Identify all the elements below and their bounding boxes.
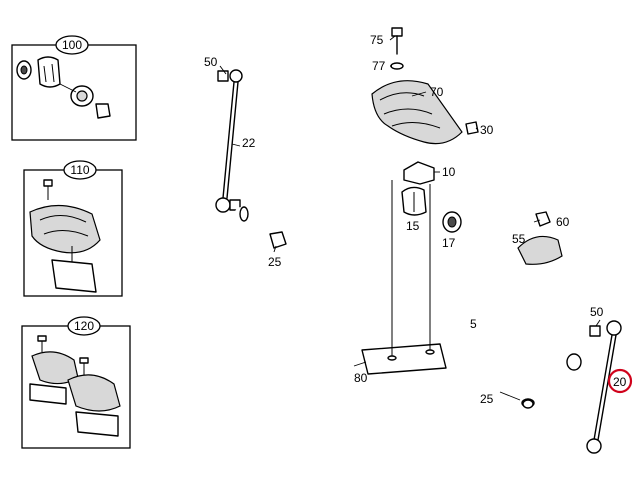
- clamp-10[interactable]: [403, 161, 435, 185]
- callout-5[interactable]: 5: [470, 317, 477, 331]
- washer-77-ring: [390, 62, 404, 70]
- bushing-round-core: [76, 90, 88, 102]
- leader-30: [475, 127, 479, 131]
- leader-25-right: [499, 391, 521, 401]
- link-rod-b: [226, 81, 239, 199]
- inset-120: 120: [21, 316, 131, 449]
- bar-end-left: [239, 206, 249, 222]
- callout-70[interactable]: 70: [430, 85, 444, 99]
- nut-part: [95, 103, 111, 119]
- inset-100-label: 100: [62, 38, 82, 52]
- callout-75[interactable]: 75: [370, 33, 384, 47]
- leader-lines: [219, 35, 601, 401]
- leader-80: [353, 361, 367, 367]
- inset-100-badge[interactable]: [55, 35, 89, 55]
- bolt-head-a: [37, 335, 47, 342]
- bolt-75-head: [391, 27, 403, 37]
- bracket-70-shape: [371, 80, 463, 145]
- bolt-30-head: [465, 121, 479, 135]
- inset-100: 100: [11, 35, 137, 141]
- link-right-rod: [593, 334, 613, 441]
- callout-20-highlighted[interactable]: 20: [607, 368, 633, 394]
- inset-120-label: 120: [74, 319, 94, 333]
- highlight-ring: [607, 368, 633, 394]
- bar-fill: [235, 204, 585, 404]
- leader-60: [533, 219, 541, 223]
- bolt-head-b: [79, 357, 89, 364]
- callout-77[interactable]: 77: [372, 59, 386, 73]
- stabilizer-bar[interactable]: [235, 204, 585, 408]
- ring-hole: [20, 65, 28, 75]
- callout-25-left[interactable]: 25: [268, 255, 282, 269]
- callout-30[interactable]: 30: [480, 123, 494, 137]
- bracket-55-shape: [517, 235, 563, 265]
- link-top-joint: [229, 69, 243, 83]
- callout-60[interactable]: 60: [556, 215, 570, 229]
- callout-80[interactable]: 80: [354, 371, 368, 385]
- bolt-75[interactable]: [391, 27, 403, 55]
- bracket-detail: [39, 215, 89, 237]
- leader-25-left: [273, 245, 277, 253]
- callout-50-top[interactable]: 50: [204, 55, 218, 69]
- callout-15[interactable]: 15: [406, 219, 420, 233]
- plate-80-nut-b: [425, 349, 435, 355]
- bushing-part: [37, 56, 61, 88]
- bolt-30[interactable]: [465, 121, 479, 135]
- callout-25-right[interactable]: 25: [480, 392, 494, 406]
- callout-50-right[interactable]: 50: [590, 305, 604, 319]
- callout-10[interactable]: 10: [442, 165, 456, 179]
- link-bottom-nut: [229, 199, 241, 211]
- stabilizer-link-right[interactable]: [586, 320, 622, 454]
- callout-labels: 50 22 75 77 70 30 10 15 17 60 55 25 5 80…: [204, 33, 604, 406]
- bracket-55[interactable]: [517, 235, 563, 265]
- nut-60-shape: [535, 211, 551, 227]
- bushing-15[interactable]: [401, 186, 427, 216]
- mount-plate-80[interactable]: [361, 180, 447, 375]
- link-right-top-nut: [589, 325, 601, 337]
- link-right-bottom-joint: [586, 438, 602, 454]
- plate-b: [75, 411, 119, 437]
- link-top-nut: [217, 70, 229, 82]
- leader-75: [389, 35, 396, 41]
- inset-110: 110: [23, 160, 123, 297]
- washer-77[interactable]: [390, 62, 404, 70]
- bushing-detail: [43, 63, 55, 83]
- callout-22[interactable]: 22: [242, 136, 256, 150]
- inset-110-badge[interactable]: [63, 160, 97, 180]
- callout-17[interactable]: 17: [442, 236, 456, 250]
- clamp-10-shape: [403, 161, 435, 185]
- link-right-rod-b: [597, 334, 617, 441]
- bracket-70[interactable]: [371, 80, 463, 145]
- plate-80-nut-a: [387, 355, 397, 361]
- inset-110-label: 110: [70, 163, 89, 177]
- link-right-top-joint: [606, 320, 622, 336]
- leader-50-top: [219, 65, 227, 75]
- callout-20[interactable]: 20: [613, 375, 627, 389]
- inset-120-badge[interactable]: [67, 316, 101, 336]
- nut-25-left-shape: [269, 231, 287, 249]
- clamp-plate: [51, 259, 97, 293]
- nut-25-right-shape: [522, 399, 534, 409]
- bracket-b: [67, 374, 121, 412]
- plate-80-shape: [361, 343, 447, 375]
- nut-60[interactable]: [535, 211, 551, 227]
- leader-50-right: [595, 319, 601, 327]
- nut-25-right[interactable]: [522, 399, 534, 409]
- link-bottom-joint: [215, 197, 231, 213]
- nut-25-left[interactable]: [269, 231, 287, 249]
- inset-100-leader: [59, 83, 77, 93]
- bushing-17-inner: [447, 216, 457, 228]
- callout-55[interactable]: 55: [512, 232, 526, 246]
- plate-a: [29, 383, 67, 405]
- bar-bend-right: [566, 353, 582, 371]
- link-rod: [222, 81, 235, 199]
- bushing-17[interactable]: [442, 211, 462, 233]
- leader-22: [231, 143, 241, 147]
- leader-70: [411, 91, 427, 97]
- bracket-70-ribs: [379, 92, 441, 129]
- stabilizer-link-left[interactable]: [215, 69, 243, 213]
- bolt-head: [43, 179, 53, 187]
